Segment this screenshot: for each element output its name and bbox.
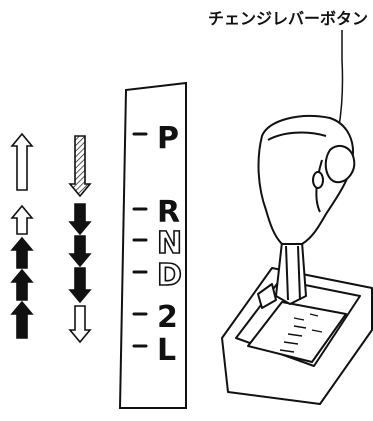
shift-arrows-downward bbox=[68, 135, 92, 344]
gear-letter-L: L bbox=[157, 333, 176, 368]
gear-letter-N: N bbox=[157, 226, 182, 261]
down-arrow-5 bbox=[68, 305, 92, 344]
gate-position-marks bbox=[279, 313, 323, 353]
shift-lever-illustration bbox=[221, 115, 373, 405]
change-lever-button bbox=[324, 144, 356, 184]
up-arrow-5 bbox=[10, 300, 34, 339]
lever-side-lens bbox=[312, 171, 324, 189]
up-arrow-4 bbox=[10, 268, 34, 301]
gear-letter-D: D bbox=[157, 258, 182, 293]
up-arrow-1 bbox=[10, 132, 34, 191]
lever-shaft bbox=[275, 241, 307, 305]
shift-arrows-upward bbox=[10, 132, 34, 339]
change-lever-button-label: チェンジレバーボタン bbox=[207, 9, 368, 28]
down-arrow-2 bbox=[68, 203, 92, 236]
up-arrow-3 bbox=[10, 236, 34, 269]
gear-letter-2: 2 bbox=[157, 300, 178, 335]
lever-knob bbox=[257, 115, 354, 245]
gear-indicator-panel: P RND 2L bbox=[118, 81, 187, 409]
up-arrow-2 bbox=[10, 204, 34, 235]
callout-leader-line bbox=[337, 30, 344, 133]
down-arrow-3 bbox=[68, 235, 92, 268]
gear-letter-R: R bbox=[157, 195, 180, 230]
down-arrow-1 bbox=[68, 135, 92, 198]
detent-tick-marks bbox=[132, 132, 148, 348]
gear-letter-P: P bbox=[157, 121, 179, 156]
down-arrow-4 bbox=[68, 267, 92, 304]
